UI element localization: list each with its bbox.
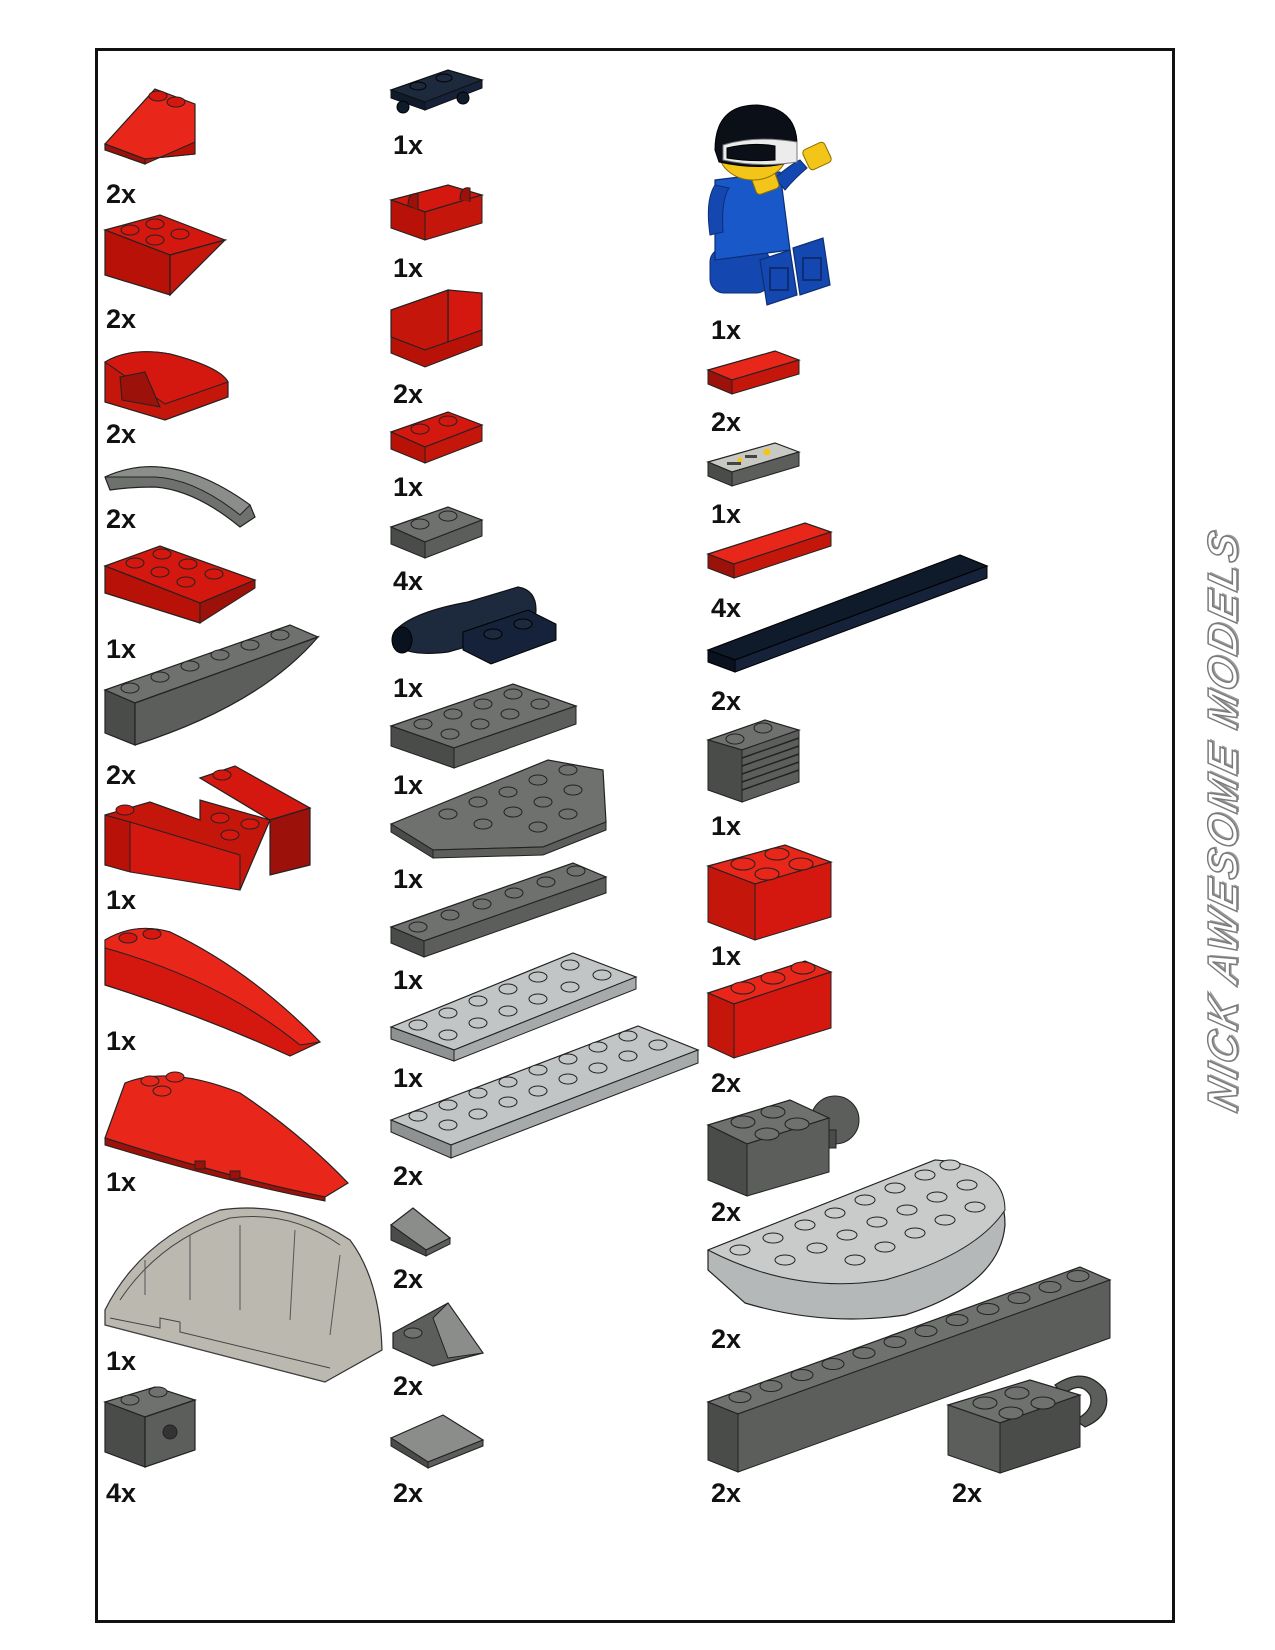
qty-label: 1x xyxy=(393,472,424,502)
qty-label: 1x xyxy=(106,1167,137,1197)
dark-gray-plate-2x4 xyxy=(389,683,578,769)
red-plate-1x2 xyxy=(389,411,484,464)
qty-label: 2x xyxy=(106,179,137,209)
qty-label: 1x xyxy=(393,1063,424,1093)
brand-text: NICK AWESOME MODELS xyxy=(1198,523,1247,1117)
dark-gray-technic-brick-1x1 xyxy=(103,1386,197,1468)
red-slope-3x2 xyxy=(103,545,257,624)
black-plate-with-clips xyxy=(389,69,484,114)
qty-label: 2x xyxy=(952,1478,983,1508)
dark-gray-socket-brick xyxy=(946,1375,1108,1474)
qty-label: 1x xyxy=(393,673,424,703)
black-jet-engine xyxy=(391,586,557,665)
dark-gray-slope-tall-1x1 xyxy=(392,1302,484,1367)
qty-label: 2x xyxy=(106,504,137,534)
red-wedge-3x4-cutout xyxy=(104,765,312,891)
light-gray-plate-3x6 xyxy=(389,952,638,1062)
qty-label: 2x xyxy=(106,760,137,790)
qty-label: 2x xyxy=(711,1478,742,1508)
qty-label: 2x xyxy=(393,1264,424,1294)
qty-label: 1x xyxy=(711,315,742,345)
qty-label: 2x xyxy=(393,1478,424,1508)
qty-label: 1x xyxy=(393,130,424,160)
qty-label: 1x xyxy=(106,634,137,664)
qty-label: 1x xyxy=(106,1026,137,1056)
qty-label: 1x xyxy=(106,1346,137,1376)
red-brick-1x2 xyxy=(706,960,833,1059)
light-gray-plate-3x8 xyxy=(389,1025,700,1159)
qty-label: 1x xyxy=(393,770,424,800)
qty-label: 2x xyxy=(711,1324,742,1354)
qty-label: 2x xyxy=(106,419,137,449)
qty-label: 2x xyxy=(393,1161,424,1191)
qty-label: 1x xyxy=(393,864,424,894)
dark-gray-tile-slope-2x1 xyxy=(389,1414,485,1469)
qty-label: 1x xyxy=(106,885,137,915)
qty-label: 1x xyxy=(711,941,742,971)
qty-label: 2x xyxy=(711,407,742,437)
dark-gray-grille-brick xyxy=(706,719,801,803)
dark-gray-wedge-plate xyxy=(389,759,607,859)
red-brick-2x2 xyxy=(706,844,833,941)
qty-label: 2x xyxy=(106,304,137,334)
dark-gray-ball-joint-brick xyxy=(706,1095,860,1197)
qty-label: 2x xyxy=(393,379,424,409)
pilot-minifigure xyxy=(707,104,832,306)
qty-label: 1x xyxy=(711,811,742,841)
qty-label: 1x xyxy=(711,499,742,529)
dark-gray-wedge-brick-long xyxy=(103,624,320,746)
qty-label: 4x xyxy=(711,593,742,623)
qty-label: 2x xyxy=(393,1371,424,1401)
red-tile-1x3 xyxy=(706,522,833,579)
qty-label: 2x xyxy=(711,1197,742,1227)
trans-black-canopy xyxy=(104,1207,383,1383)
dark-gray-cheese-slope xyxy=(389,1207,452,1257)
qty-label: 1x xyxy=(393,253,424,283)
red-wedge-3x4-nose xyxy=(104,1071,349,1202)
qty-label: 4x xyxy=(393,566,424,596)
dark-gray-printed-tile xyxy=(706,442,801,487)
red-inverted-slope-2x2 xyxy=(103,214,228,297)
qty-label: 2x xyxy=(711,686,742,716)
red-curved-wedge-long xyxy=(104,927,322,1057)
qty-label: 1x xyxy=(393,965,424,995)
dark-gray-arch-curve xyxy=(104,466,256,528)
light-gray-half-round-plate xyxy=(706,1159,1006,1320)
black-tile-1x10 xyxy=(706,554,989,673)
qty-label: 4x xyxy=(106,1478,137,1508)
dark-gray-plate-2x6 xyxy=(389,862,608,958)
red-plate-with-clip-holder xyxy=(388,184,485,241)
dark-gray-plate-1x2 xyxy=(389,506,484,559)
red-tile-1x2 xyxy=(706,350,801,395)
red-angle-plate-1x2 xyxy=(390,289,483,368)
red-curved-slope-windshield xyxy=(104,351,229,421)
qty-label: 2x xyxy=(711,1068,742,1098)
red-slope-2x1 xyxy=(103,88,196,165)
dark-gray-brick-1x12 xyxy=(706,1266,1112,1473)
